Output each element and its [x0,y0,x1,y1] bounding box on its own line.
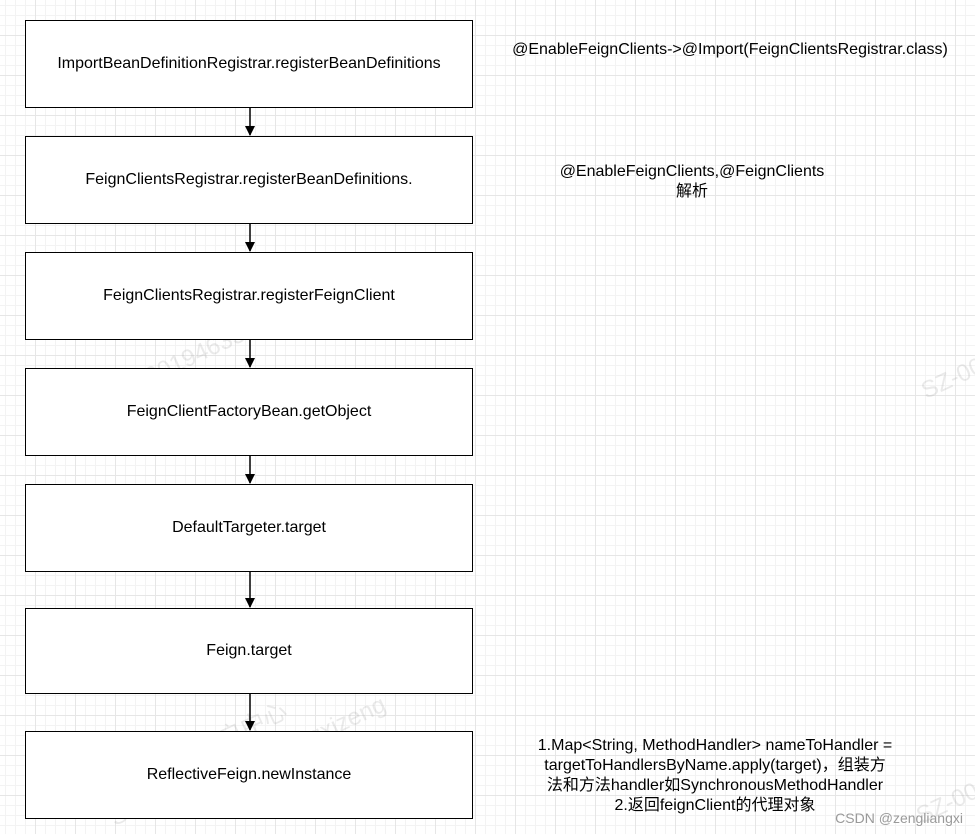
note-line: 法和方法handler如SynchronousMethodHandler [546,777,884,794]
csdn-attribution: CSDN @zengliangxi [835,810,963,826]
flow-node-import-registrar: ImportBeanDefinitionRegistrar.registerBe… [25,20,473,108]
flow-node-label: Feign.target [206,642,292,659]
note-enable-feign-import: @EnableFeignClients->@Import(FeignClient… [490,40,970,60]
flow-node-label: FeignClientsRegistrar.registerFeignClien… [103,287,395,304]
note-line: 2.返回feignClient的代理对象 [614,797,816,814]
flow-node-label: DefaultTargeter.target [172,519,326,536]
flow-node-label: ImportBeanDefinitionRegistrar.registerBe… [57,55,441,72]
note-annotation-parsing: @EnableFeignClients,@FeignClients 解析 [530,162,854,202]
flow-node-label: FeignClientFactoryBean.getObject [126,403,372,420]
flow-node-factory-bean-get-object: FeignClientFactoryBean.getObject [25,368,473,456]
flow-node-register-feign-client: FeignClientsRegistrar.registerFeignClien… [25,252,473,340]
note-line: targetToHandlersByName.apply(target)，组装方 [544,757,886,774]
flow-node-register-bean-definitions: FeignClientsRegistrar.registerBeanDefini… [25,136,473,224]
flow-node-label: FeignClientsRegistrar.registerBeanDefini… [85,171,413,188]
flow-node-feign-target: Feign.target [25,608,473,694]
note-line: 解析 [675,183,708,200]
note-new-instance-details: 1.Map<String, MethodHandler> nameToHandl… [505,736,925,816]
note-line: @EnableFeignClients,@FeignClients [559,163,825,180]
note-line: 1.Map<String, MethodHandler> nameToHandl… [537,737,893,754]
note-line: @EnableFeignClients->@Import(FeignClient… [512,41,948,58]
flow-node-default-targeter: DefaultTargeter.target [25,484,473,572]
flow-node-label: ReflectiveFeign.newInstance [146,766,352,783]
flow-node-reflective-feign: ReflectiveFeign.newInstance [25,731,473,819]
